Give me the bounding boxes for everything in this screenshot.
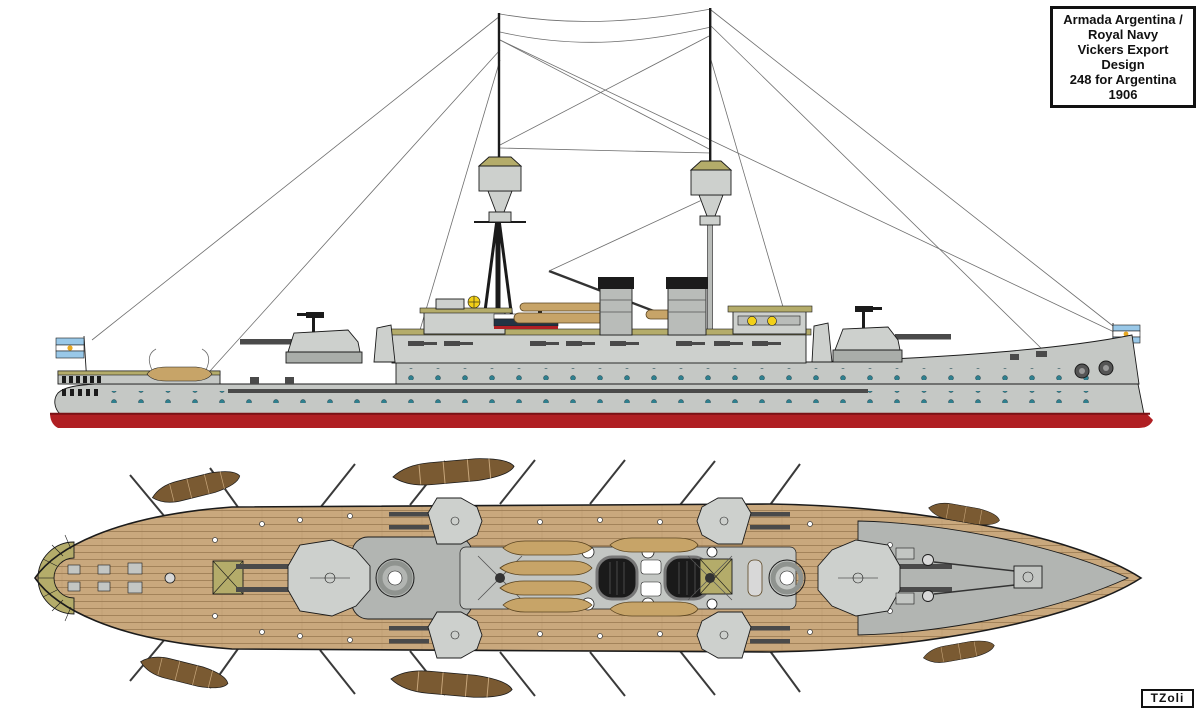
- funnel-uptake-1: [595, 555, 639, 601]
- deck-bollards: [250, 377, 294, 384]
- title-line: Vickers Export Design: [1077, 42, 1169, 72]
- deck-fittings-dots: [212, 513, 893, 643]
- stern-flag: [55, 335, 88, 385]
- porthole-row-lower: [100, 391, 1100, 403]
- title-line: 1906: [1108, 87, 1138, 102]
- aft-barbette-ring: [375, 558, 415, 598]
- deck-boats: [499, 537, 763, 617]
- searchlight-icon: [767, 316, 777, 326]
- bridge: [419, 295, 513, 335]
- signature-text: TZoli: [1150, 691, 1185, 705]
- funnel-1: [598, 277, 634, 336]
- main-fighting-top: [690, 169, 732, 196]
- searchlight-icon: [747, 316, 757, 326]
- skylights: [640, 559, 662, 597]
- aft-gun-barrel: [240, 339, 296, 345]
- secondary-guns: [408, 341, 781, 346]
- aft-main-turret: [240, 312, 396, 364]
- forecastle-deck: [857, 520, 1130, 636]
- wing-turret-fore-starboard: [696, 611, 790, 659]
- wing-turret-aft-starboard: [389, 611, 483, 659]
- waterline-stripe: [50, 412, 1153, 428]
- flag-sun-icon: [67, 345, 73, 351]
- fore-main-turret: [811, 306, 951, 363]
- fore-gun-barrel: [895, 334, 951, 340]
- profile-hull: [54, 334, 1145, 415]
- artist-signature: TZoli: [1141, 689, 1194, 708]
- porthole-row-upper: [402, 368, 1102, 380]
- anchor-gear: [895, 547, 1043, 605]
- mainmast-plan: [687, 555, 733, 601]
- aft-main-turret-plan: [236, 539, 371, 617]
- deck-plan-view: [34, 458, 1143, 698]
- rigging-lines: [91, 8, 1132, 372]
- fore-fighting-top: [478, 165, 522, 192]
- anchor-hawse: [1010, 351, 1114, 379]
- khaki-hatch-fore: [699, 558, 733, 595]
- davit-boats: [140, 458, 1000, 698]
- wing-turret-aft-port: [389, 497, 483, 545]
- title-line: Armada Argentina /: [1063, 12, 1183, 27]
- title-block: Armada Argentina / Royal Navy Vickers Ex…: [1050, 6, 1196, 108]
- mainmast: [689, 8, 733, 337]
- stern-davit-boat: [146, 348, 213, 382]
- title-line: 248 for Argentina: [1069, 72, 1177, 87]
- side-profile-view: [50, 8, 1153, 428]
- torpedo-net-shelf: [228, 389, 868, 393]
- funnel-2: [666, 277, 708, 336]
- aft-deckhouse: [727, 305, 813, 335]
- aft-deck-fittings: [67, 562, 176, 594]
- fore-barbette-ring: [768, 559, 806, 597]
- superstructure: [386, 277, 813, 364]
- boat-crane-post: [373, 324, 396, 363]
- wing-turret-fore-port: [696, 497, 790, 545]
- fore-main-turret-plan: [817, 539, 952, 617]
- stern-gallery-fan: [37, 534, 75, 622]
- foremast: [474, 13, 526, 336]
- flag-sun-icon: [1123, 331, 1129, 337]
- boat-crane-post: [811, 322, 833, 363]
- title-line: Royal Navy: [1087, 27, 1159, 42]
